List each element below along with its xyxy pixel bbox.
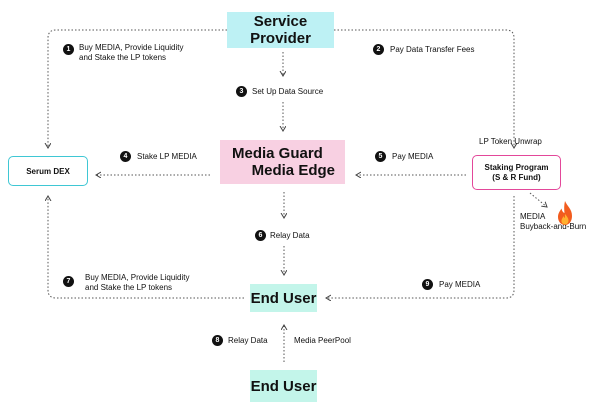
- service-provider-node: Service Provider: [227, 12, 334, 48]
- step-7-line1: Buy MEDIA, Provide Liquidity: [85, 273, 190, 282]
- fire-icon: [558, 201, 572, 225]
- step-4-badge: 4: [120, 151, 131, 162]
- end-user-bottom-label: End User: [250, 377, 317, 395]
- buyback-line1: MEDIA: [520, 212, 546, 221]
- step-7-badge: 7: [63, 276, 74, 287]
- step-6-badge: 6: [255, 230, 266, 241]
- step-1-label: Buy MEDIA, Provide Liquidity and Stake t…: [79, 43, 184, 63]
- step-5-badge: 5: [375, 151, 386, 162]
- step-1-line1: Buy MEDIA, Provide Liquidity: [79, 43, 184, 52]
- media-guard-node: Media Guard Media Edge: [220, 140, 345, 184]
- step-7-label: Buy MEDIA, Provide Liquidity and Stake t…: [85, 273, 190, 293]
- buyback-line2: Buyback-and-Burn: [520, 222, 587, 231]
- end-user-bottom-node: End User: [250, 370, 317, 402]
- step-4-label: Stake LP MEDIA: [137, 152, 197, 161]
- serum-dex-label: Serum DEX: [26, 166, 70, 176]
- step-5-label: Pay MEDIA: [392, 152, 434, 161]
- arrow-staking-to-buyback: [529, 192, 547, 207]
- serum-dex-node: Serum DEX: [8, 156, 88, 186]
- step-9-label: Pay MEDIA: [439, 280, 481, 289]
- step-6-label: Relay Data: [270, 231, 310, 240]
- step-9-badge: 9: [422, 279, 433, 290]
- service-provider-label: Service Provider: [250, 13, 311, 47]
- media-guard-label: Media Guard: [232, 145, 323, 162]
- step-8-label: Relay Data: [228, 336, 268, 345]
- staking-program-label: Staking Program: [484, 162, 549, 172]
- step-2-label: Pay Data Transfer Fees: [390, 45, 475, 54]
- step-1-line2: and Stake the LP tokens: [79, 53, 167, 62]
- arrow-sp-to-staking: [334, 29, 514, 148]
- lp-token-unwrap-label: LP Token Unwrap: [479, 137, 542, 146]
- arrow-enduser-to-serum: [48, 196, 244, 299]
- step-3-label: Set Up Data Source: [252, 87, 324, 96]
- staking-fund-label: (S & R Fund): [492, 172, 541, 182]
- step-1-badge: 1: [63, 44, 74, 55]
- media-peerpool-label: Media PeerPool: [294, 336, 351, 345]
- media-edge-label: Media Edge: [251, 162, 335, 179]
- end-user-top-node: End User: [250, 284, 317, 312]
- step-2-badge: 2: [373, 44, 384, 55]
- buyback-label: MEDIA Buyback-and-Burn: [520, 212, 586, 232]
- step-8-badge: 8: [212, 335, 223, 346]
- staking-program-node: Staking Program (S & R Fund): [472, 155, 561, 190]
- end-user-top-label: End User: [250, 289, 317, 307]
- arrow-staking-to-enduser: [326, 196, 515, 298]
- step-7-line2: and Stake the LP tokens: [85, 283, 173, 292]
- step-3-badge: 3: [236, 86, 247, 97]
